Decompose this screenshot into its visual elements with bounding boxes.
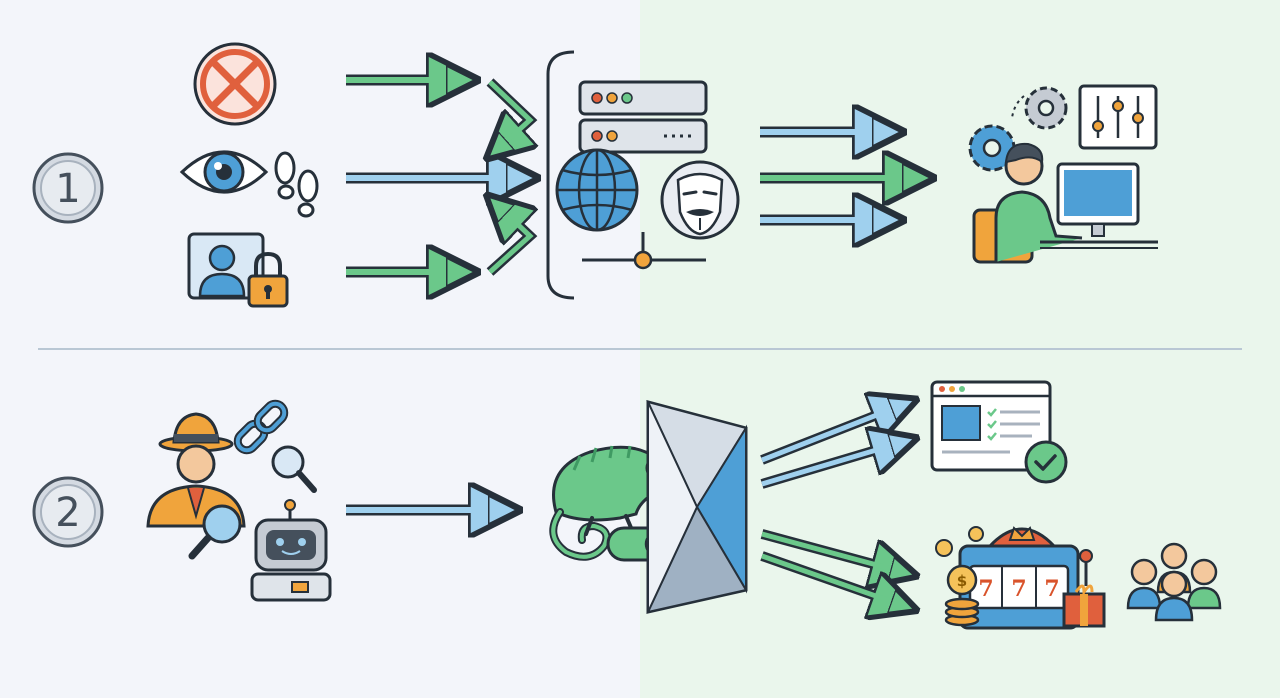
eye-icon: [179, 150, 269, 194]
cloaking-prism-icon: [646, 400, 748, 614]
coin-stack-icon: $: [935, 526, 984, 627]
split-arrow-1: [761, 402, 910, 463]
hub-bracket: [546, 50, 575, 300]
approved-webpage-icon: [930, 380, 1068, 484]
footprints-icon: [274, 151, 319, 218]
step-2-number: 2: [55, 490, 80, 536]
server-rack-icon: [578, 80, 708, 270]
coin-symbol: $: [957, 572, 967, 590]
control-sliders-icon: [1078, 84, 1158, 150]
user-group-icon: [1126, 542, 1222, 622]
link-search-icon: [233, 399, 317, 493]
step-2-badge: 2: [32, 476, 104, 548]
detective-icon: [146, 412, 246, 528]
split-arrow-4: [761, 553, 910, 608]
casino-slot-machine-icon: 7 7 7: [958, 526, 1106, 630]
split-arrow-3: [761, 531, 910, 574]
split-arrow-2: [761, 440, 910, 487]
locked-profile-icon: [187, 232, 289, 308]
slot-reel-3: 7: [1044, 576, 1059, 602]
slot-reel-2: 7: [1011, 576, 1026, 602]
blocked-icon: [193, 42, 277, 126]
slot-reel-1: 7: [978, 576, 993, 602]
converge-arrow-bottom: [490, 200, 534, 274]
anonymous-mask-icon: [660, 160, 740, 240]
converge-arrow-top: [490, 80, 534, 154]
step-1-badge: 1: [32, 152, 104, 224]
robot-icon: [250, 499, 332, 602]
magnifier-icon: [188, 504, 242, 560]
step-1-number: 1: [55, 166, 80, 212]
globe-icon: [555, 148, 639, 232]
operator-at-computer-icon: [972, 142, 1158, 264]
